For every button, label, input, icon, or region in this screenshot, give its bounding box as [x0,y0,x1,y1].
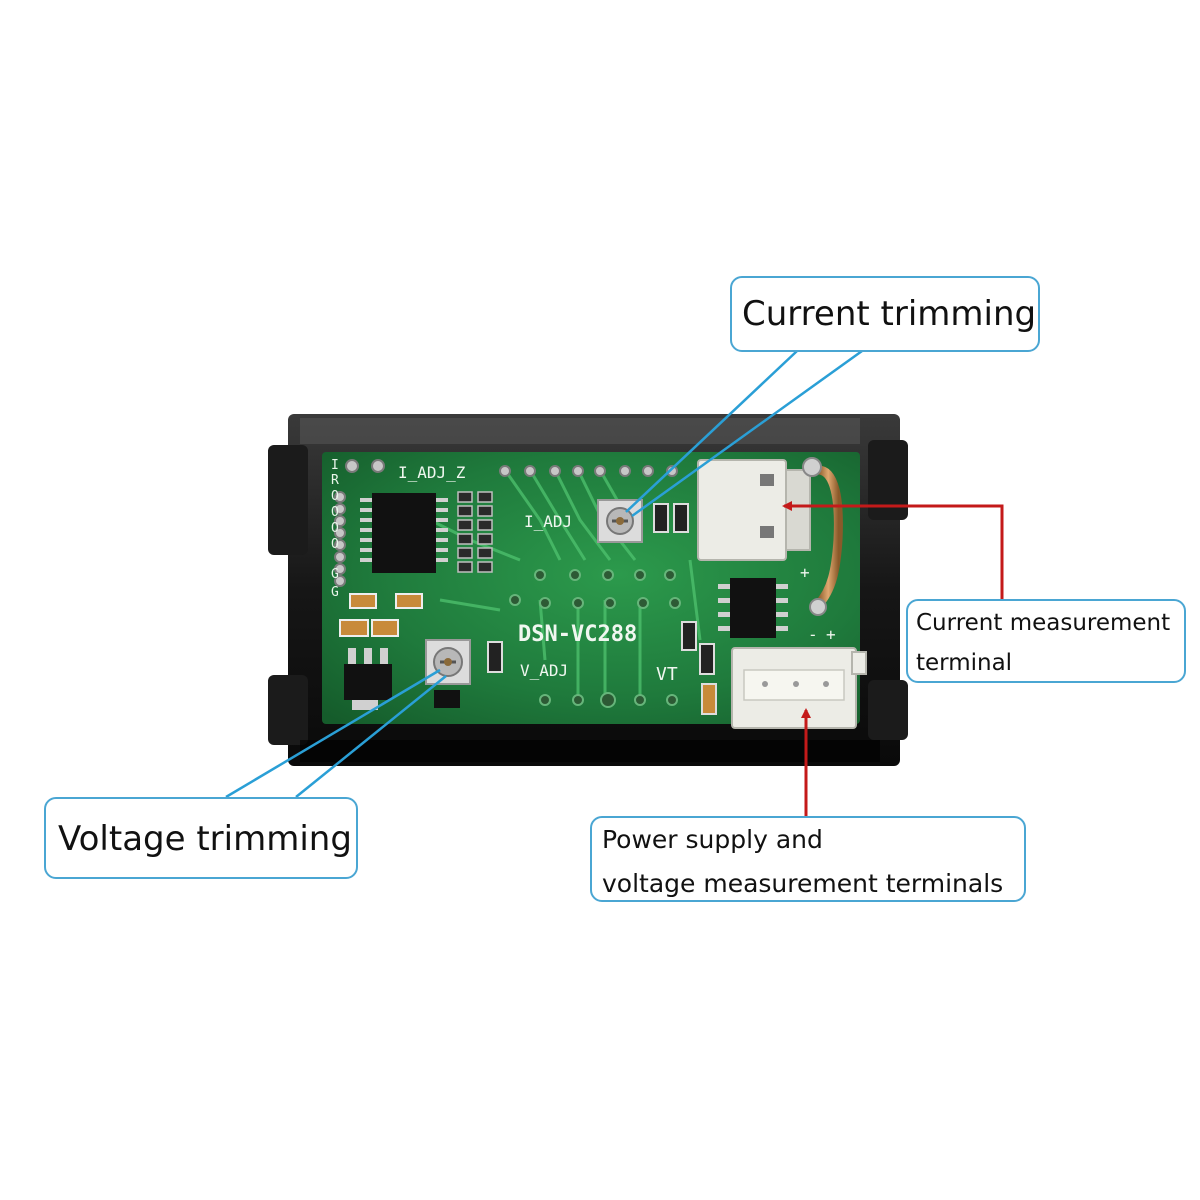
callout-current-measurement-line-2: terminal [916,650,1013,676]
callout-voltage-trimming-text: Voltage trimming [58,819,352,859]
main-ic [360,493,448,573]
silkscreen-plus-top: + [800,563,810,582]
leader-current-trim-1 [625,350,798,513]
silkscreen-i-adj: I_ADJ [524,512,572,531]
current-trimmer-pot [597,499,643,543]
silkscreen-minus: - [808,625,818,644]
leader-voltage-trim-2 [295,675,447,798]
via-holes [509,569,681,708]
callout-power-supply-line-1: Power supply and [602,825,823,854]
pin-label-column: I R O O O O G G [331,458,339,600]
silkscreen-labels: I_ADJ_Z I_ADJ DSN-VC288 V_ADJ VT + - + [398,463,836,685]
pin-label: O [331,537,339,552]
pin-label: I [331,458,339,473]
arrow-current-measurement [782,501,1004,599]
right-ic [681,578,788,715]
callout-current-trimming: Current trimming [730,276,1040,352]
callout-current-measurement: Current measurement terminal [906,599,1186,683]
blue-leader-lines [225,349,863,799]
leader-voltage-trim-1 [225,668,441,799]
callout-current-measurement-line-1: Current measurement [916,610,1171,636]
silkscreen-vt: VT [656,664,678,685]
silkscreen-plus-bottom: + [826,625,836,644]
callout-power-supply-line-2: voltage measurement terminals [602,869,1004,898]
pin-label: O [331,489,339,504]
red-arrows [782,501,1004,816]
power-voltage-connector [731,647,867,729]
callout-voltage-trimming: Voltage trimming [44,797,358,879]
pin-label: O [331,521,339,536]
current-measurement-connector [697,459,811,561]
callout-current-trimming-text: Current trimming [742,294,1037,334]
silkscreen-i-adj-z: I_ADJ_Z [398,463,466,482]
shunt-wire [802,457,843,616]
silkscreen-model: DSN-VC288 [518,622,637,647]
smd-components-left [339,593,460,710]
silkscreen-v-adj: V_ADJ [520,661,568,680]
resistor-near-vadj [487,641,503,673]
voltage-trimmer-pot [425,639,471,685]
header-pins-top [345,459,678,477]
header-pins-left [334,491,346,587]
pin-label: G [331,567,339,582]
leader-current-trim-2 [631,349,863,518]
resistor-array [457,491,493,573]
pin-label: R [331,473,339,488]
pin-label: O [331,505,339,520]
resistor-near-iadj [653,503,669,533]
resistor-near-iadj-2 [673,503,689,533]
pin-label: G [331,585,339,600]
callout-power-supply: Power supply and voltage measurement ter… [590,816,1026,902]
